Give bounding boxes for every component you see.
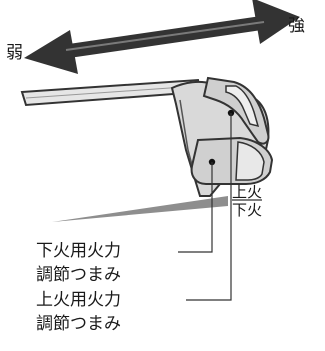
lower-knob	[190, 136, 274, 185]
shadow-wedge	[52, 196, 228, 222]
lower-knob-label-line1: 下火用火力	[36, 241, 121, 261]
upper-knob-label-line1: 上火用火力	[36, 290, 121, 310]
upper-knob-label-line2: 調節つまみ	[36, 314, 121, 334]
strength-arrow	[24, 0, 300, 74]
weak-label: 弱	[6, 43, 23, 63]
callout-line-lower	[178, 162, 213, 253]
callout-line-upper	[186, 113, 232, 301]
lower-knob-label-line2: 調節つまみ	[36, 265, 121, 285]
strong-label: 強	[288, 16, 305, 36]
upper-heat-mark: 上火	[232, 183, 263, 201]
upper-knob	[202, 76, 270, 145]
lower-heat-mark: 下火	[232, 201, 263, 219]
